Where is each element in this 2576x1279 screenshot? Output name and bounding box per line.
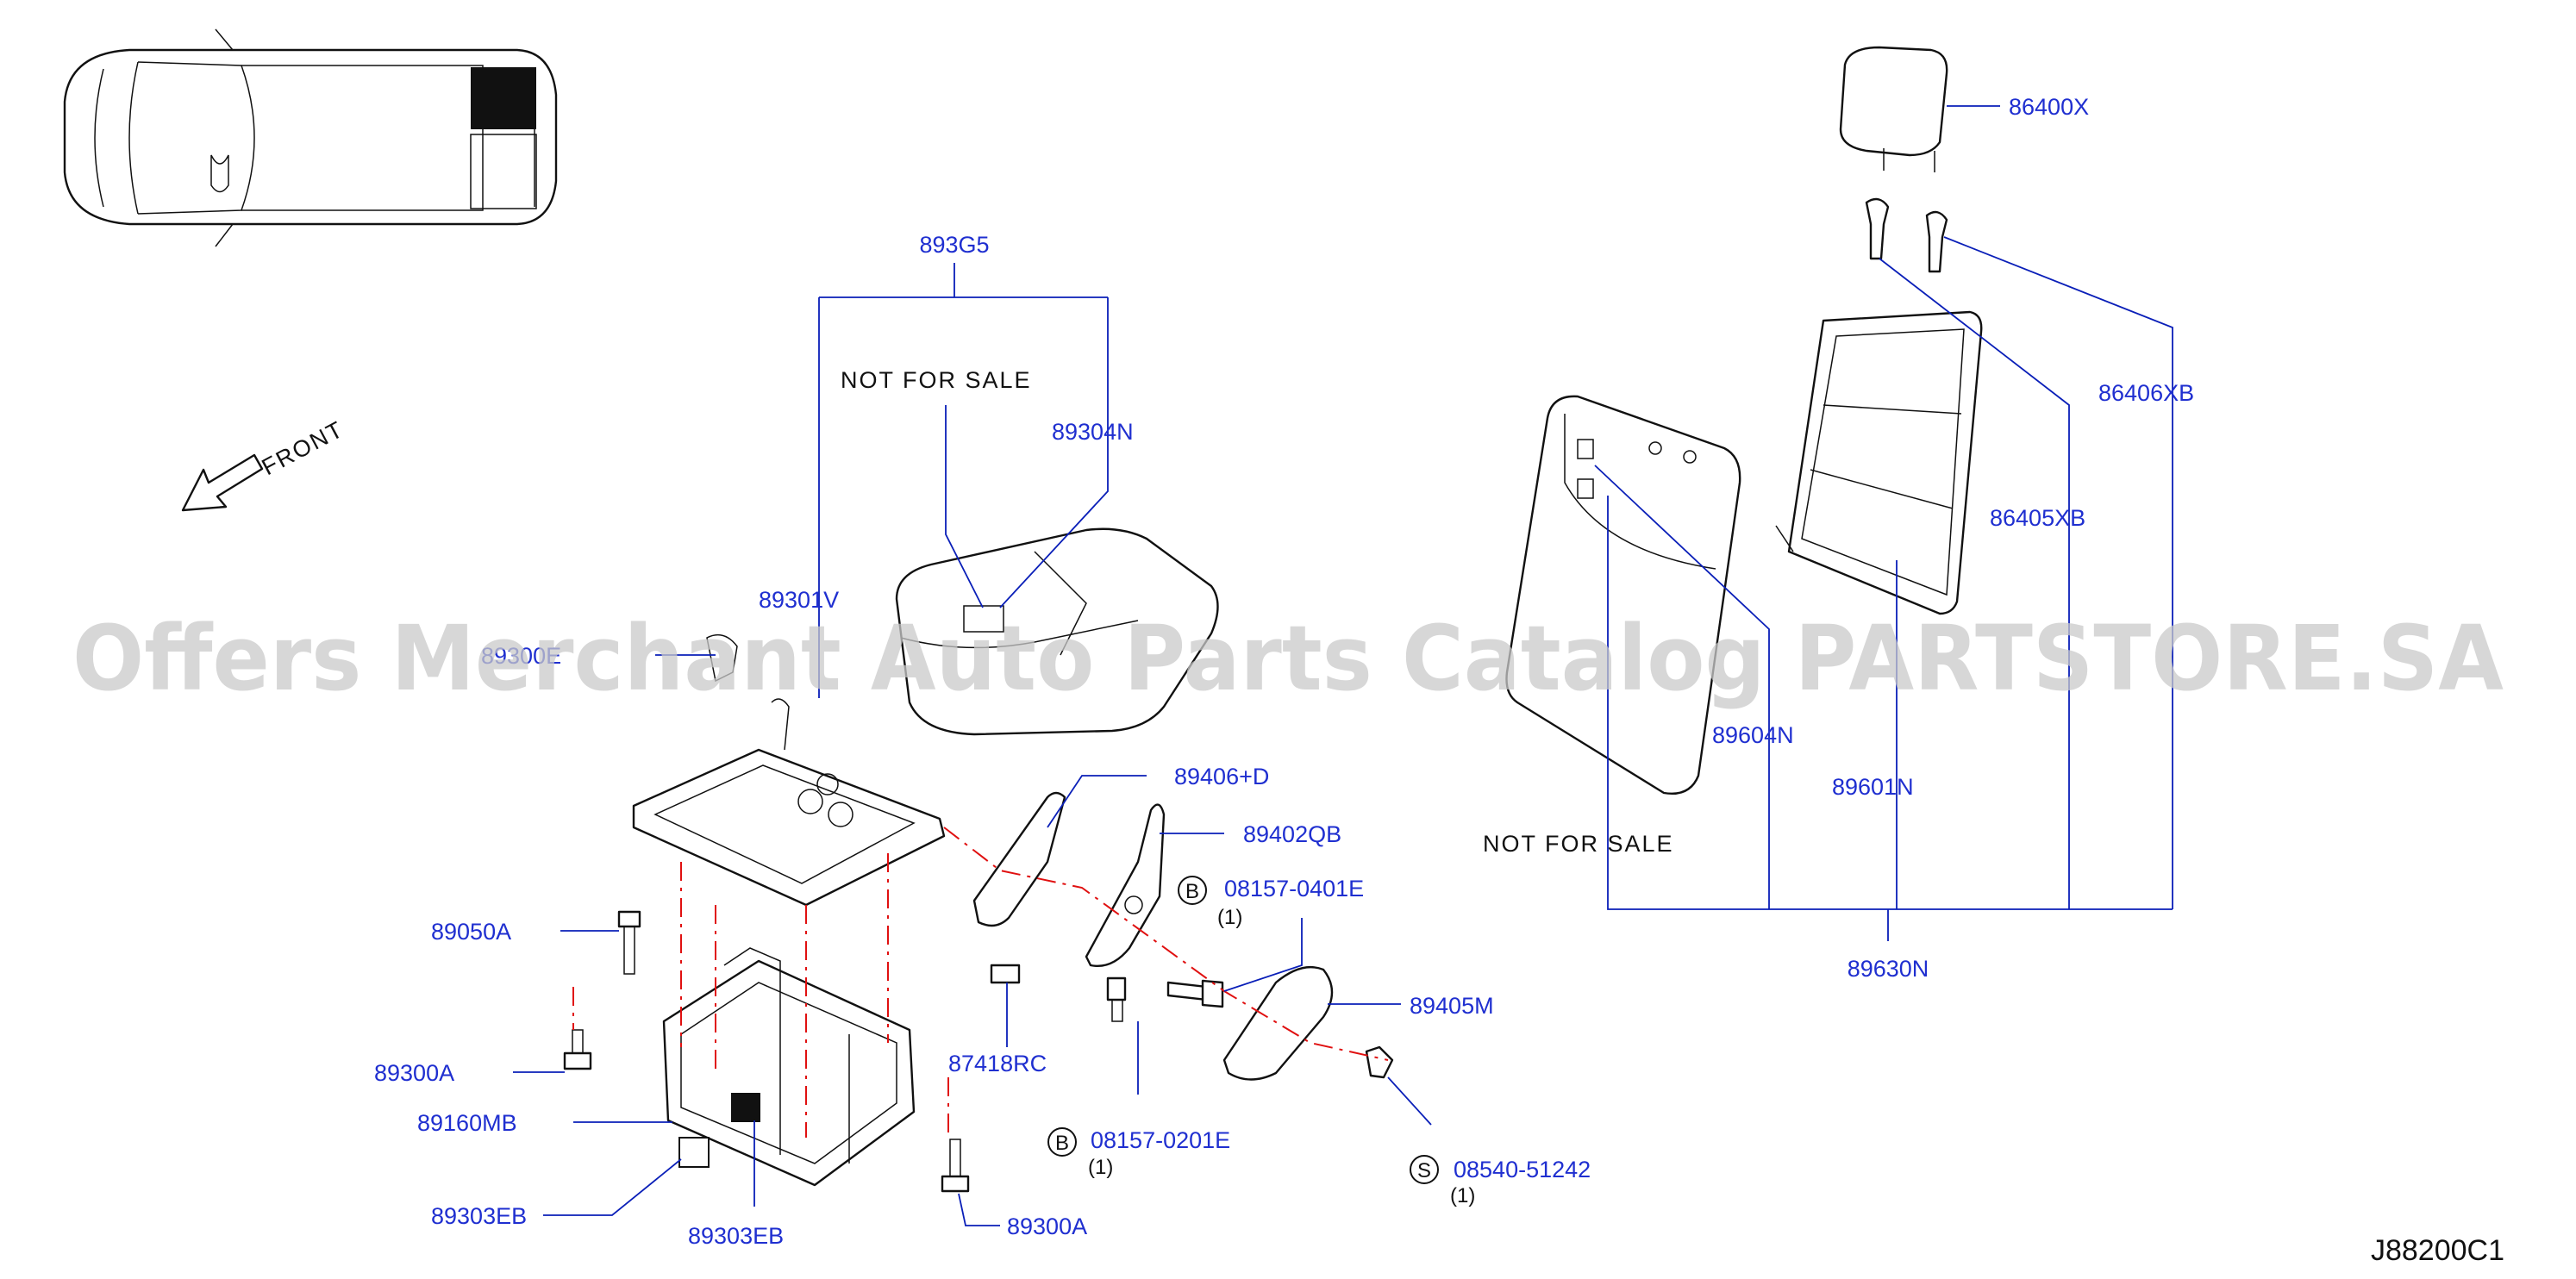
bolt-89300A-right [941, 1139, 970, 1193]
label-89304N: 89304N [1052, 419, 1134, 445]
leader-lines [513, 105, 2173, 1226]
seatback-cover-drawing [1505, 395, 1741, 795]
badge-letter-b-upper: B [1185, 880, 1199, 903]
seatback-frame-drawing [1775, 310, 1983, 615]
spacer-block-1 [731, 1093, 760, 1122]
diagram-code: J88200C1 [2371, 1234, 2504, 1267]
label-86400X: 86400X [2009, 94, 2089, 120]
quantity-08157-0401E: (1) [1217, 906, 1242, 929]
headrest-guides-drawing [1865, 197, 1948, 273]
exploded-view-lines [572, 827, 1389, 1138]
seat-cushion-drawing [895, 527, 1219, 736]
badge-letter-s: S [1417, 1159, 1431, 1182]
seat-frame-drawing [632, 633, 946, 907]
spacer-block-2 [678, 1137, 710, 1168]
front-label: FRONT [258, 415, 348, 480]
label-89406D: 89406+D [1174, 764, 1269, 789]
not-for-sale-label-seatback: NOT FOR SALE [1483, 831, 1674, 857]
label-86405XB: 86405XB [1990, 505, 2085, 531]
bolt-89050A [617, 910, 641, 975]
label-89405M: 89405M [1410, 993, 1494, 1019]
recliner-parts-drawing [972, 791, 1394, 1081]
label-89604N: 89604N [1712, 722, 1794, 748]
label-89601N: 89601N [1832, 774, 1914, 800]
fastener-badge-b-lower: B (1) [1047, 1127, 1113, 1179]
label-86406XB: 86406XB [2098, 380, 2194, 406]
label-08540-51242: 08540-51242 [1454, 1157, 1591, 1182]
label-89050A: 89050A [431, 919, 511, 945]
label-08157-0201E: 08157-0201E [1091, 1127, 1230, 1153]
part-labels: 893G5 89304N 89301V 89300E 89406+D 89402… [374, 94, 2194, 1249]
watermark-text: Offers Merchant Auto Parts Catalog PARTS… [72, 606, 2504, 711]
seat-base-frame-drawing [662, 947, 916, 1187]
label-89300A-left: 89300A [374, 1060, 454, 1086]
seatback-label-tag-1 [1577, 439, 1594, 459]
label-893G5: 893G5 [919, 232, 989, 258]
label-89630N: 89630N [1848, 956, 1929, 982]
fastener-badge-b-upper: B (1) [1178, 876, 1242, 929]
label-89303EB-left: 89303EB [431, 1203, 527, 1229]
front-direction-arrow: FRONT [181, 415, 348, 512]
label-89300E: 89300E [481, 643, 561, 669]
label-89300A-right: 89300A [1007, 1213, 1087, 1239]
label-89301V: 89301V [759, 587, 839, 613]
quantity-08157-0201E: (1) [1088, 1156, 1113, 1179]
cushion-label-tag [963, 605, 1004, 633]
seatback-label-tag-2 [1577, 478, 1594, 499]
highlighted-seat-position [471, 67, 536, 129]
label-08157-0401E: 08157-0401E [1224, 876, 1364, 902]
quantity-08540-51242: (1) [1450, 1184, 1475, 1207]
vehicle-top-view-thumbnail [63, 28, 558, 247]
label-87418RC: 87418RC [948, 1051, 1047, 1076]
bolt-89300A-left [563, 1029, 592, 1070]
label-89402QB: 89402QB [1243, 821, 1341, 847]
headrest-drawing [1839, 46, 1948, 172]
badge-letter-b-lower: B [1055, 1132, 1069, 1155]
label-89160MB: 89160MB [417, 1110, 517, 1136]
fastener-badge-s: S (1) [1410, 1155, 1475, 1207]
label-89303EB-bottom: 89303EB [688, 1223, 784, 1249]
not-for-sale-label-cushion: NOT FOR SALE [841, 367, 1032, 393]
